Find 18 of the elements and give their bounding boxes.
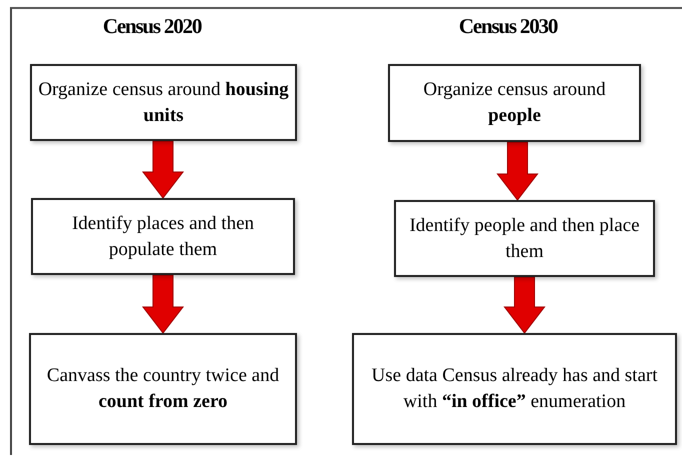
- box-text: Identify places and then populate them: [70, 212, 255, 262]
- process-box: [352, 333, 677, 445]
- box-text: Identify people and then place them: [408, 214, 640, 264]
- column-heading: Census 2020: [102, 14, 202, 39]
- process-box: [31, 198, 295, 275]
- box-text: Organize census around housing units: [38, 78, 289, 128]
- process-box: [29, 333, 297, 445]
- column-heading: Census 2030: [458, 14, 558, 39]
- down-arrow: [142, 140, 184, 199]
- process-box: [394, 200, 655, 277]
- box-text: Use data Census already has and start with “in office” enumeration: [370, 364, 658, 414]
- box-text: Canvass the country twice and count from zero: [46, 364, 280, 414]
- process-box: [388, 64, 641, 142]
- process-box: [30, 64, 297, 141]
- down-arrow: [142, 274, 184, 334]
- down-arrow: [496, 142, 539, 201]
- down-arrow: [503, 276, 546, 334]
- box-text: Organize census around people: [422, 78, 607, 128]
